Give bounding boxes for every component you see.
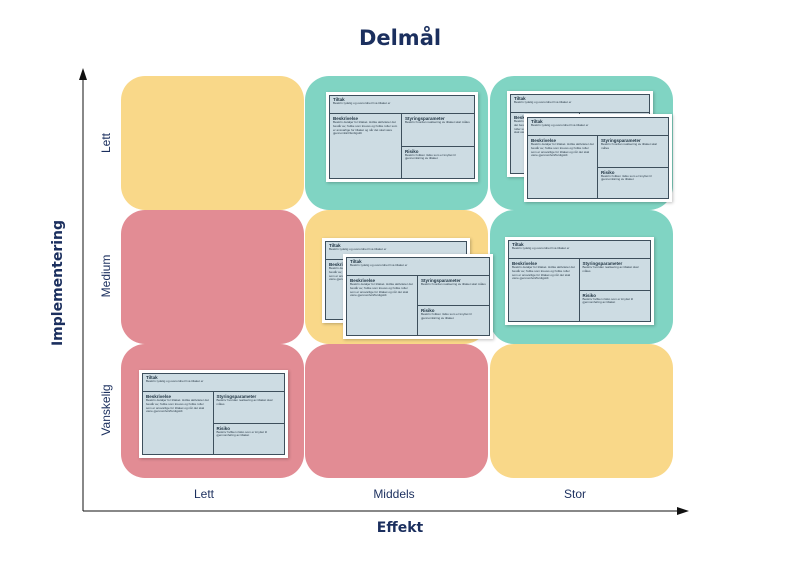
card-tiltak-desc: Beskriv tydelig og overordnet hva tiltak… xyxy=(146,379,204,384)
card-beskrivelse-label: Beskrivelse xyxy=(512,261,538,266)
card-risiko-desc: Beskriv hvilken risiko som er knyttet ti… xyxy=(405,152,456,161)
card-styring-label: Styringsparameter xyxy=(601,138,641,143)
card-risiko-label: Risiko xyxy=(582,292,597,298)
card-risiko-label: Risiko xyxy=(601,169,615,175)
card-risiko-label: Risiko xyxy=(216,425,231,431)
card-tiltak-label: Tiltak xyxy=(350,259,362,264)
card-tiltak-label: Tiltak xyxy=(512,242,524,247)
card-tiltak-desc: Beskriv tydelig og overordnet hva tiltak… xyxy=(531,123,589,128)
card-beskrivelse-label: Beskrivelse xyxy=(329,262,355,267)
card-beskrivelse-label: Beskrivelse xyxy=(531,138,557,143)
card-risiko-desc: Beskriv hvilken risiko som er knyttet ti… xyxy=(216,429,268,438)
card-beskrivelse-desc: Beskriv detaljer for tiltaket. Hvilke ak… xyxy=(512,265,575,281)
card-beskrivelse-desc: Beskriv detaljer for tiltaket. Hvilke ak… xyxy=(333,120,398,136)
card-risiko-desc: Beskriv hvilken risiko som er knyttet ti… xyxy=(601,173,652,182)
card-styring-label: Styringsparameter xyxy=(216,394,257,399)
card-beskrivelse-label: Beskrivelse xyxy=(333,116,359,121)
card-styring-label: Styringsparameter xyxy=(421,278,461,283)
cell-vanskelig-middels xyxy=(305,344,488,478)
card-tiltak-label: Tiltak xyxy=(146,375,158,380)
card-risiko-label: Risiko xyxy=(405,148,419,154)
card-beskrivelse-desc: Beskriv detaljer for tiltaket. Hvilke ak… xyxy=(146,398,209,414)
card-styring-desc: Beskriv hvordan realisering av tiltaket … xyxy=(601,142,657,150)
card-beskrivelse-label: Beskrivelse xyxy=(146,394,172,399)
card-styring-desc: Beskriv hvordan realisering av tiltaket … xyxy=(421,282,486,287)
card-tiltak-label: Tiltak xyxy=(514,96,526,101)
card-tiltak-desc: Beskriv tydelig og overordnet hva tiltak… xyxy=(350,263,408,268)
card-styring-label: Styringsparameter xyxy=(582,261,623,266)
col-label-middels: Middels xyxy=(373,487,415,501)
card-tiltak-desc: Beskriv tydelig og overordnet hva tiltak… xyxy=(329,247,387,252)
card-styring-desc: Beskriv hvordan realisering av tiltaket … xyxy=(405,120,470,125)
x-axis-title: Effekt xyxy=(376,520,424,536)
card-tiltak-label: Tiltak xyxy=(531,119,543,124)
card-tiltak-desc: Beskriv tydelig og overordnet hva tiltak… xyxy=(514,100,572,105)
card-beskrivelse-desc: Beskriv detaljer for tiltaket. Hvilke ak… xyxy=(531,142,594,158)
card-styring-label: Styringsparameter xyxy=(405,116,445,121)
card-styring-desc: Beskriv hvordan realisering av tiltaket … xyxy=(216,398,273,406)
card-risiko-label: Risiko xyxy=(421,308,435,313)
cell-lett-lett xyxy=(121,76,304,210)
col-label-stor: Stor xyxy=(563,487,586,501)
diagram-title: Delmål xyxy=(358,26,442,50)
card-tiltak-desc: Beskriv tydelig og overordnet hva tiltak… xyxy=(333,101,391,106)
col-label-lett: Lett xyxy=(193,487,214,501)
cell-medium-lett xyxy=(121,210,304,344)
card-beskrivelse-label: Beskrivelse xyxy=(350,278,376,283)
cell-vanskelig-stor xyxy=(490,344,673,478)
card-styring-desc: Beskriv hvordan realisering av tiltaket … xyxy=(582,265,639,273)
card-risiko-desc: Beskriv hvilken risiko som er knyttet ti… xyxy=(582,296,634,305)
card-risiko-desc: Beskriv hvilken risiko som er knyttet ti… xyxy=(421,312,472,320)
card-tiltak-label: Tiltak xyxy=(333,97,345,102)
card-tiltak-label: Tiltak xyxy=(329,243,341,248)
card-beskrivelse-desc: Beskriv detaljer for tiltaket. Hvilke ak… xyxy=(350,282,413,298)
card-tiltak-desc: Beskriv tydelig og overordnet hva tiltak… xyxy=(512,246,570,251)
